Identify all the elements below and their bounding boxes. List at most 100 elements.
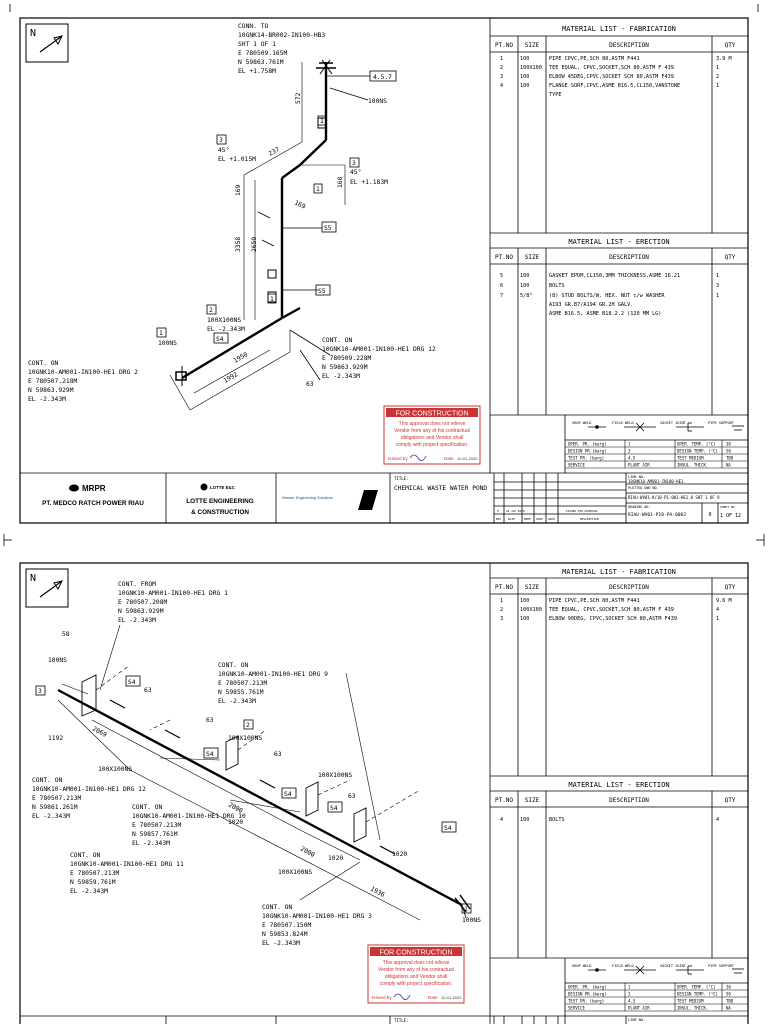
tag-s4a: S4 [128, 679, 136, 686]
cont-left-line: 10GNK10-AM001-IN100-HE1 DRG 2 [28, 369, 138, 376]
fab-r3-size: 100 [520, 74, 529, 80]
north-label: N [30, 28, 36, 39]
rev-row-desc: ISSUED FOR APPROVAL [566, 509, 598, 513]
fab2-title: MATERIAL LIST - FABRICATION [562, 568, 676, 576]
north-arrow-2: N [25, 568, 69, 608]
fab2-r1-size: 100 [520, 598, 529, 604]
param2-r4c2: PLANT AIR [628, 1006, 650, 1011]
stamp2-l3: obligations and Vendor shall [385, 974, 448, 980]
param-r1c1: OPER. PR. (barg) [568, 442, 607, 447]
tee-c: 100X100NS [318, 772, 352, 779]
contractor-l1: LOTTE ENGINEERING [186, 498, 253, 505]
conn-to-line: 10GNK14-BR002-IN100-HB3 [238, 32, 325, 39]
erection-list: MATERIAL LIST - ERECTION PT.NO SIZE DESC… [495, 238, 736, 317]
cont-from-n: N 59863.929M [118, 608, 164, 615]
fab-r2-pt: 2 [500, 65, 503, 71]
nozzle-top-label: 100NS [368, 98, 387, 105]
stamp2-issued: Issued by [372, 995, 392, 1000]
conn-to-el: EL +1.758M [238, 68, 276, 75]
stamp-date-label: Date [444, 456, 454, 461]
erec-r1-qty: 1 [716, 273, 719, 279]
legend2-socket: SOCKET JOINT [660, 964, 687, 968]
fab2-r3-size: 100 [520, 616, 529, 622]
sheet-2: N [19, 562, 749, 1024]
dim-63d: 63 [348, 793, 356, 800]
fabrication-list-2: MATERIAL LIST - FABRICATION PT.NO SIZE D… [495, 568, 736, 622]
rev-header-desc: DESCRIPTION [580, 517, 599, 521]
cont-drg12-n: N 59861.261M [32, 804, 78, 811]
tee-a: 100X100NS [228, 735, 262, 742]
fab-header-qty: QTY [725, 42, 736, 49]
param-r2c3: DESIGN TEMP. (°C) [677, 449, 718, 454]
title-label-2: TITLE: [394, 1018, 408, 1023]
param-r3c4: TBD [726, 456, 734, 461]
piping-isometric [169, 59, 370, 411]
fab-r1-qty: 3.9 M [716, 56, 732, 62]
dim-63a: 63 [144, 687, 152, 694]
param-r3c1: TEST PR. (barg) [568, 456, 604, 461]
cont-left-label: CONT. ON [28, 360, 59, 367]
erec-r3-qty: 1 [716, 293, 719, 299]
legend2-shop: SHOP WELD [572, 964, 591, 968]
vendor-name: Wasser Engineering Solutions [282, 496, 333, 500]
dim-169a: 169 [235, 184, 242, 196]
stamp-issued: Issued by [388, 456, 408, 461]
contractor-l2: & CONSTRUCTION [191, 509, 249, 516]
fab-title: MATERIAL LIST - FABRICATION [562, 25, 676, 33]
rev-header-appd: APPD [548, 517, 555, 521]
rev-row-date: 10 Jan 2020 [506, 509, 525, 513]
erec-r3-extra1: A193 GR.B7/A194 GR.2H GALV. [549, 302, 633, 308]
erec2-r1-desc: BOLTS [549, 817, 565, 823]
conn-to-n: N 59863.761M [238, 59, 284, 66]
fab2-r2-qty: 4 [716, 607, 719, 613]
param2-r2c1: DESIGN PR.(barg) [568, 992, 607, 997]
cont-drg11-line: 10GNK10-AM001-IN100-HE1 DRG 11 [70, 861, 184, 868]
dim-2650: 2650 [251, 237, 258, 252]
fab2-r2-desc: TEE EQUAL, CPVC,SOCKET,SCH 80,ASTM F 439 [549, 607, 674, 613]
drawing-no-label: DRAWING NO. [628, 505, 650, 509]
north-label-2: N [30, 573, 36, 584]
param2-r1c4: 30 [726, 985, 731, 990]
tag1c: 1 [270, 296, 274, 303]
dim-237: 237 [268, 146, 282, 158]
fabrication-list: MATERIAL LIST - FABRICATION PT.NO SIZE D… [495, 25, 736, 98]
fab-header-ptno: PT.NO [495, 42, 513, 49]
erec-r2-size: 100 [520, 283, 529, 289]
lotte-logo-icon [200, 483, 208, 491]
erec2-r1-qty: 4 [716, 817, 719, 823]
rev-header-date: DATE [508, 517, 515, 521]
erec-title: MATERIAL LIST - ERECTION [568, 238, 669, 246]
fab-r1-pt: 1 [500, 56, 503, 62]
stamp-l4: comply with project specification. [396, 442, 469, 448]
cont-drg9-line: 10GNK10-AM001-IN100-HE1 DRG 9 [218, 671, 328, 678]
sheet-no: 1 OF 12 [720, 513, 741, 519]
fab-r1-desc: PIPE CPVC,PE,SCH 80,ASTM F441 [549, 56, 640, 62]
dim-2069: 2069 [91, 726, 108, 739]
param2-r1c2: 1 [628, 985, 631, 990]
param-r3c3: TEST MEDIUM [677, 456, 704, 461]
tag-s4e: S4 [444, 825, 452, 832]
callout-s5a: S5 [324, 225, 332, 232]
param2-r1c1: OPER. PR. (barg) [568, 985, 607, 990]
erec2-title: MATERIAL LIST - ERECTION [568, 781, 669, 789]
param2-r1c3: OPER. TEMP. (°C) [677, 985, 716, 990]
piping-labels: CONN. TO 10GNK14-BR002-IN100-HB3 SHT 1 O… [28, 23, 436, 403]
param2-r2c2: 3 [628, 992, 631, 997]
tee-b: 100X100NS [98, 766, 132, 773]
cont-right-el: EL -2.343M [322, 373, 360, 380]
tag-457: 4.5.7 [373, 74, 392, 81]
cont-drg11-label: CONT. ON [70, 852, 101, 859]
legend2-support: PIPE SUPPORT [708, 964, 735, 968]
ns-left: 100NS [48, 657, 67, 664]
stamp2-title: FOR CONSTRUCTION [379, 950, 452, 957]
cont-drg9-e: E 780507.213M [218, 680, 267, 687]
elbow-left-angle: 45° [218, 146, 229, 154]
stamp2-date: 10-01-2020 [441, 995, 462, 1000]
cont-drg10-line: 10GNK10-AM001-IN100-HE1 DRG 10 [132, 813, 246, 820]
nozzle-left-tag: 1 [159, 330, 163, 337]
erec-r2-qty: 3 [716, 283, 719, 289]
conn-to-e: E 780509.165M [238, 50, 287, 57]
tag-s4d: S4 [330, 805, 338, 812]
erec2-r1-pt: 4 [500, 817, 503, 823]
dim-63c: 63 [274, 751, 282, 758]
